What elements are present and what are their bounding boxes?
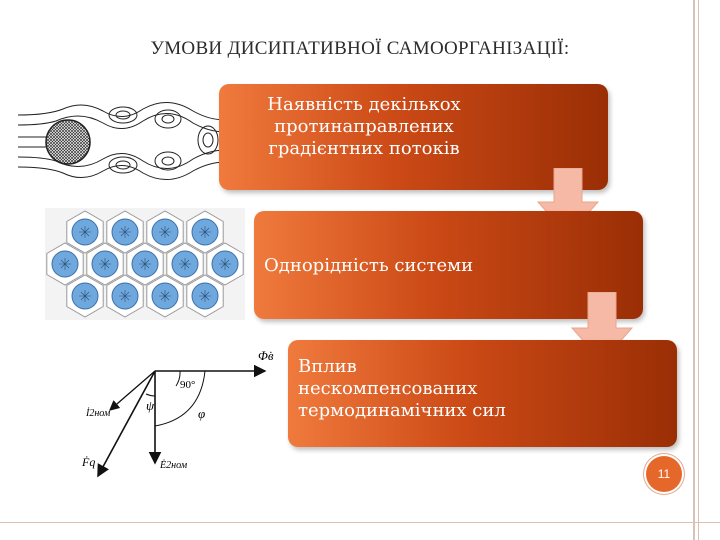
slide-title: УМОВИ ДИСИПАТИВНОЇ САМООРГАНІЗАЦІЇ: xyxy=(150,38,570,59)
cell-cross xyxy=(59,258,71,270)
step-1-text: Наявність декількох протинаправлених гра… xyxy=(267,94,461,159)
flow-field-illustration xyxy=(18,102,243,180)
label-90-deg: 90° xyxy=(180,379,195,391)
label-e2nom: Ė2ном xyxy=(159,459,188,471)
cell-cross xyxy=(179,258,191,270)
vector-diagram: Φ̇в 90° ψ φ İ2ном Ė2ном Ḟq xyxy=(81,348,274,478)
step-box-1: Наявність декількох протинаправлених гра… xyxy=(219,84,608,190)
cell-cross xyxy=(119,290,131,302)
hexagonal-cells-illustration xyxy=(45,208,245,320)
step-2-text: Однорідність системи xyxy=(264,255,474,276)
cell-cross xyxy=(79,290,91,302)
cell-grid xyxy=(46,210,244,318)
cell-cross xyxy=(79,226,91,238)
page-number-badge: 11 xyxy=(646,456,682,492)
cell-cross xyxy=(139,258,151,270)
cell-cross xyxy=(199,226,211,238)
cell-cross xyxy=(119,226,131,238)
cell-cross xyxy=(99,258,111,270)
label-psi: ψ xyxy=(146,398,155,413)
label-phi-b: Φ̇в xyxy=(258,348,274,363)
label-phi: φ xyxy=(198,406,205,421)
cell-cross xyxy=(219,258,231,270)
cell-cross xyxy=(199,290,211,302)
cell-cross xyxy=(159,226,171,238)
step-box-2: Однорідність системи xyxy=(254,211,643,319)
label-i2nom: İ2ном xyxy=(85,407,111,419)
frame-right-line-outer xyxy=(698,0,699,540)
label-fq: Ḟq xyxy=(81,455,95,469)
frame-bottom-line xyxy=(0,522,720,523)
cell-cross xyxy=(159,290,171,302)
frame-right-line xyxy=(693,0,695,540)
step-box-3: Вплив нескомпенсованих термодинамічних с… xyxy=(288,340,677,447)
step-3-text: Вплив нескомпенсованих термодинамічних с… xyxy=(298,356,506,421)
